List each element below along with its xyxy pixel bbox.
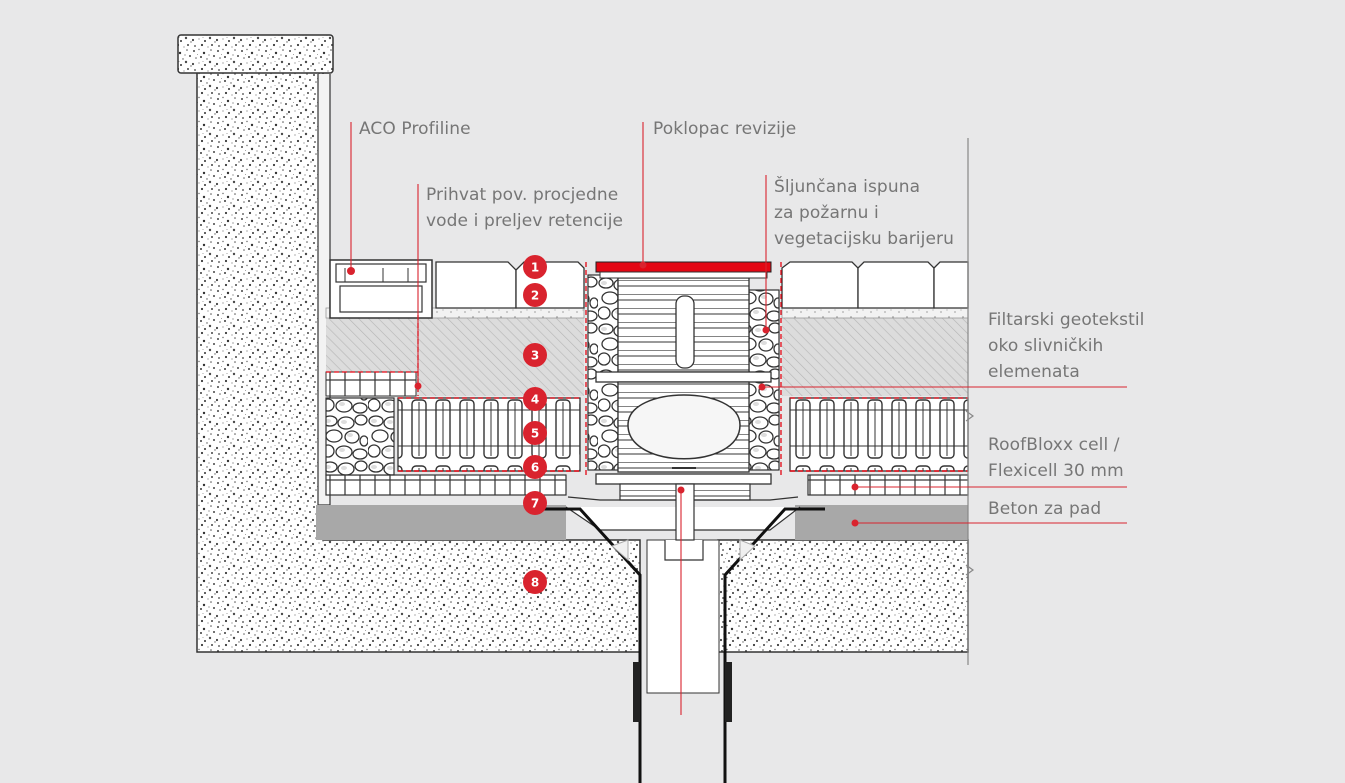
- label-roofbloxx: RoofBloxx cell / Flexicell 30 mm: [988, 435, 1124, 481]
- svg-text:3: 3: [531, 349, 539, 363]
- svg-text:7: 7: [531, 497, 539, 511]
- badge-7: 7: [523, 491, 547, 515]
- badge-8: 8: [523, 570, 547, 594]
- badge-1: 1: [523, 255, 547, 279]
- svg-text:1: 1: [531, 261, 539, 275]
- aco-profiline-channel: [329, 259, 433, 319]
- label-beton-za-pad: Beton za pad: [988, 499, 1102, 519]
- screed-layer: [316, 505, 968, 540]
- leader-dots: [414, 261, 859, 527]
- svg-text:2: 2: [531, 289, 539, 303]
- drainage-mat-layer: [325, 474, 969, 496]
- badge-4: 4: [523, 387, 547, 411]
- badge-6: 6: [523, 455, 547, 479]
- concrete-structure: [177, 34, 969, 653]
- gravel-strip-wall: [325, 397, 395, 476]
- badge-5: 5: [523, 421, 547, 445]
- leader-lines: [350, 122, 1127, 715]
- badge-2: 2: [523, 283, 547, 307]
- label-prihvat: Prihvat pov. procjedne vode i preljev re…: [426, 185, 624, 231]
- inspection-shaft: [595, 277, 772, 501]
- roofbloxx-cell-layer: [397, 397, 969, 472]
- label-filtarski-geotekstil: Filtarski geotekstil oko slivničkih elem…: [988, 310, 1145, 382]
- roof-drain-funnel: [540, 483, 825, 783]
- svg-text:4: 4: [531, 393, 539, 407]
- label-sljuncana-ispuna: Šljunčana ispuna za požarnu i vegetacijs…: [774, 177, 954, 249]
- badge-3: 3: [523, 343, 547, 367]
- svg-text:5: 5: [531, 427, 539, 441]
- section-edge-line: [965, 138, 975, 665]
- svg-text:6: 6: [531, 461, 539, 475]
- inspection-cover: [595, 261, 772, 279]
- label-aco-profiline: ACO Profiline: [359, 119, 471, 139]
- label-poklopac-revizije: Poklopac revizije: [653, 119, 797, 139]
- svg-text:8: 8: [531, 576, 539, 590]
